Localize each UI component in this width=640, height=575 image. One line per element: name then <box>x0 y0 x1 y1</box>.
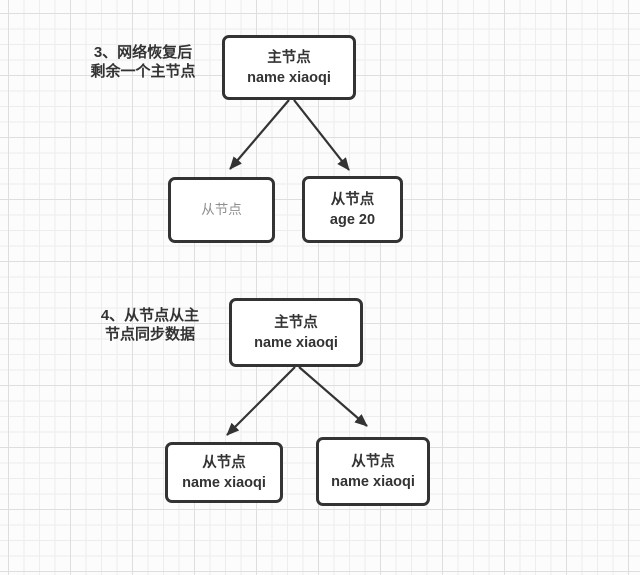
master-node-step4[interactable]: 主节点 name xiaoqi <box>229 298 363 367</box>
slave-node-step3-left[interactable]: 从节点 <box>168 177 275 243</box>
slave-node-step3-left-text: 从节点 <box>201 202 242 217</box>
step4-label[interactable]: 4、从节点从主 节点同步数据 <box>100 307 200 343</box>
arrow-master1-to-slave1-left[interactable] <box>229 99 290 170</box>
step3-label[interactable]: 3、网络恢复后 剩余一个主节点 <box>90 44 196 80</box>
slave-node-step3-right[interactable]: 从节点 age 20 <box>302 176 403 243</box>
arrow-master1-to-slave1-right[interactable] <box>293 99 350 171</box>
slave-node-step4-right[interactable]: 从节点 name xiaoqi <box>316 437 430 506</box>
slave-node-step4-left-text: 从节点 name xiaoqi <box>182 454 266 491</box>
master-node-step3-text: 主节点 name xiaoqi <box>247 49 331 86</box>
slave-node-step4-left[interactable]: 从节点 name xiaoqi <box>165 442 283 503</box>
slave-node-step4-right-text: 从节点 name xiaoqi <box>331 453 415 490</box>
slave-node-step3-right-text: 从节点 age 20 <box>329 191 376 228</box>
master-node-step3[interactable]: 主节点 name xiaoqi <box>222 35 356 100</box>
arrow-master2-to-slave2-right[interactable] <box>298 366 368 427</box>
arrow-master2-to-slave2-left[interactable] <box>226 366 296 436</box>
master-node-step4-text: 主节点 name xiaoqi <box>254 314 338 351</box>
